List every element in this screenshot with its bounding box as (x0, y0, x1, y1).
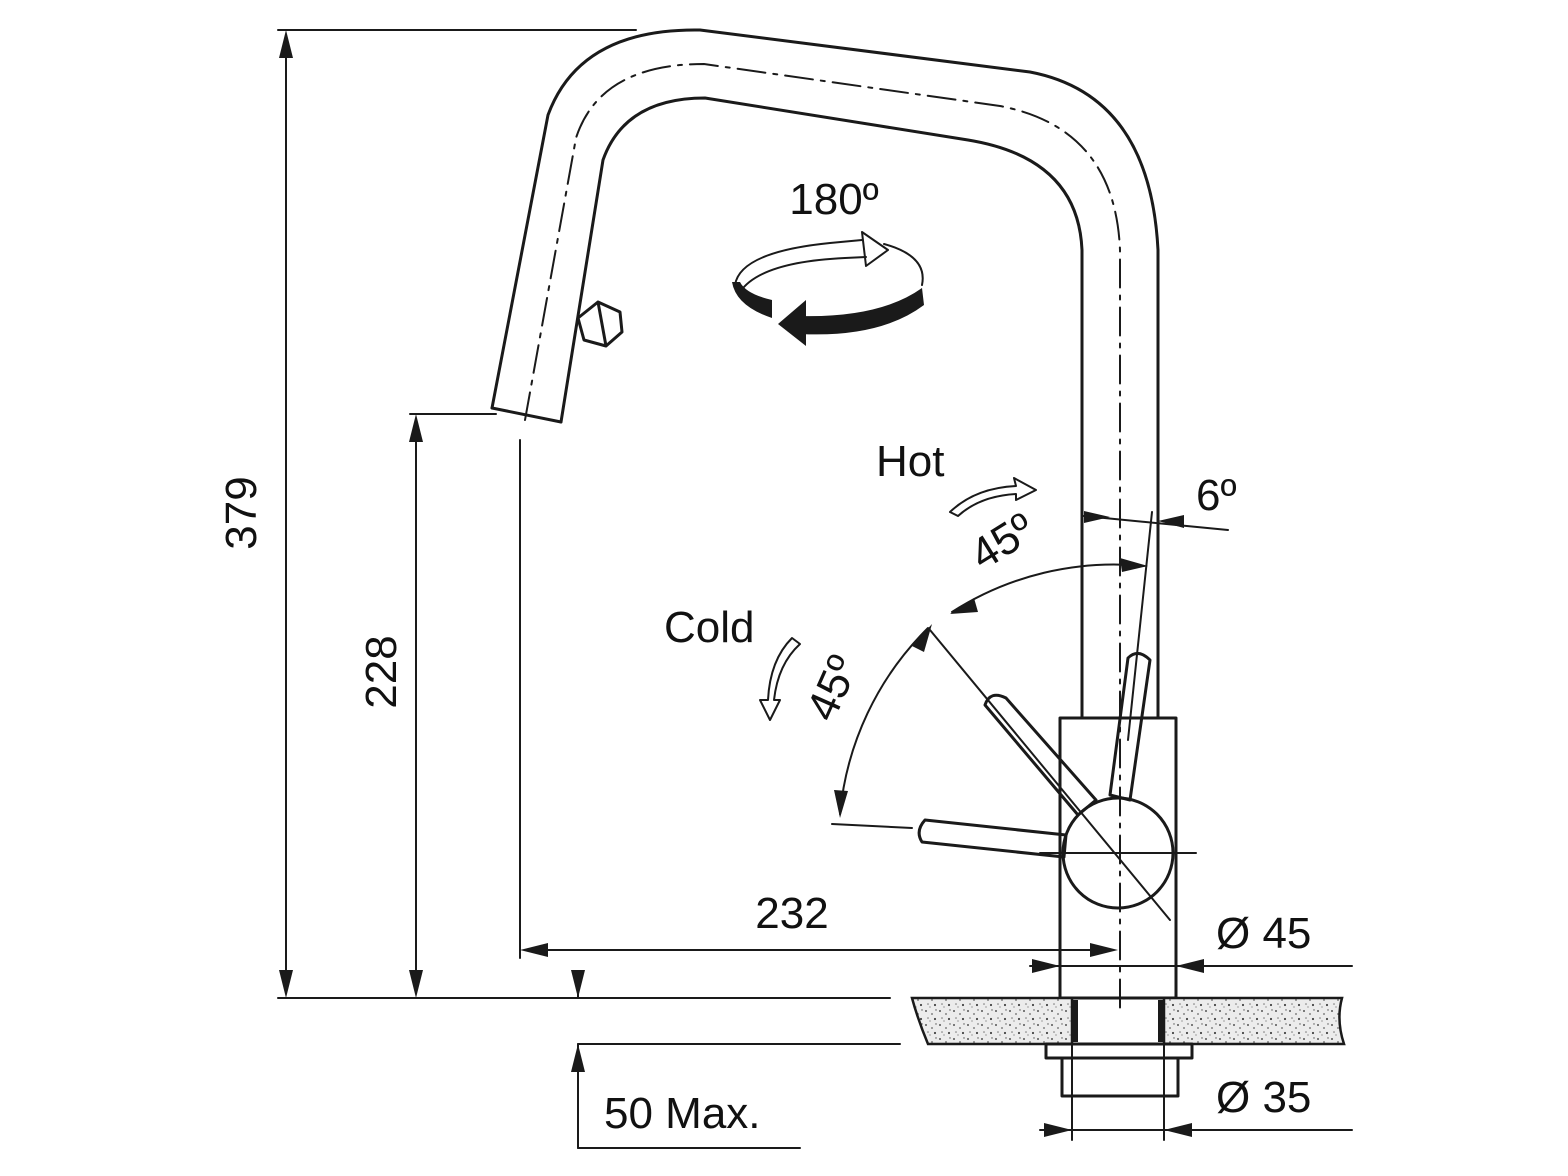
label-hole-diameter: Ø 35 (1216, 1073, 1311, 1122)
label-tilt-6: 6º (1196, 471, 1237, 520)
arrow-379-top (279, 30, 293, 58)
arrow-379-bottom (279, 970, 293, 998)
label-rotation-180: 180º (789, 175, 878, 224)
label-spout-reach: 232 (755, 889, 828, 938)
arc-cold-45 (839, 627, 929, 815)
label-cold: Cold (664, 603, 755, 652)
arc-hot-45 (951, 563, 1145, 613)
arrow-d45-left (1032, 959, 1060, 973)
arrow-6-left (1084, 511, 1110, 523)
seal-right (1158, 1000, 1164, 1042)
spout-tip (490, 406, 563, 424)
arrow-d45-right (1176, 959, 1204, 973)
rotation-arrow-back-inner (739, 256, 867, 293)
arrow-6-right (1158, 515, 1184, 528)
arrow-hot-45-start (950, 598, 978, 614)
spout-centerline (524, 63, 1121, 1011)
rotation-arrow-front-band (800, 288, 924, 335)
mounting-shank (1060, 1056, 1180, 1098)
spout (490, 28, 1160, 1011)
lever-handles (917, 629, 1171, 921)
spray-button-icon (576, 300, 624, 348)
arrow-cold-45-top (912, 624, 932, 652)
arrow-d35-right (1164, 1123, 1192, 1137)
arrow-232-right (1090, 943, 1118, 957)
worktop (910, 996, 1346, 1098)
rotation-arrow-back-head (861, 231, 889, 267)
lever-45 (983, 693, 1098, 817)
label-max-thickness: 50 Max. (604, 1089, 761, 1138)
arrow-50-top (571, 970, 585, 998)
label-hot-45: 45º (962, 504, 1043, 580)
arrow-cold-45-bottom (834, 790, 848, 818)
lever-45-axis (929, 629, 1171, 921)
rotation-arrow-front-head (778, 300, 806, 346)
arrow-228-bottom (409, 970, 423, 998)
label-total-height: 379 (217, 476, 266, 549)
hot-direction-arrow-icon (949, 477, 1037, 517)
arrow-232-left (520, 943, 548, 957)
worktop-right-section (1162, 996, 1346, 1046)
label-spout-height: 228 (357, 635, 406, 708)
spout-outer-edge (490, 28, 1160, 720)
label-body-diameter: Ø 45 (1216, 909, 1311, 958)
spout-inner-edge (559, 96, 1084, 720)
arrow-hot-45-end (1120, 558, 1148, 572)
rotation-arrow-ring-right (883, 243, 924, 286)
arrow-50-bottom (571, 1044, 585, 1072)
rotation-arrow-back (734, 239, 863, 286)
dimension-lines (277, 29, 1353, 1149)
mounting-plate (1044, 1042, 1194, 1060)
arrow-228-top (409, 414, 423, 442)
lever-upright (1108, 652, 1152, 802)
cold-direction-arrow-icon (759, 637, 801, 721)
rotation-arrow-icon (732, 231, 924, 346)
lever-horizontal (917, 818, 1068, 859)
dim-line-6 (1083, 515, 1229, 531)
arrow-d35-left (1044, 1123, 1072, 1137)
worktop-left-section (910, 996, 1074, 1046)
tilt-reference-line (1127, 511, 1153, 741)
rotation-arrow-front (732, 282, 772, 318)
ext-line-cold-horizontal (831, 823, 913, 829)
label-cold-45: 45º (797, 648, 868, 727)
label-hot: Hot (876, 437, 944, 486)
seal-left (1072, 1000, 1078, 1042)
